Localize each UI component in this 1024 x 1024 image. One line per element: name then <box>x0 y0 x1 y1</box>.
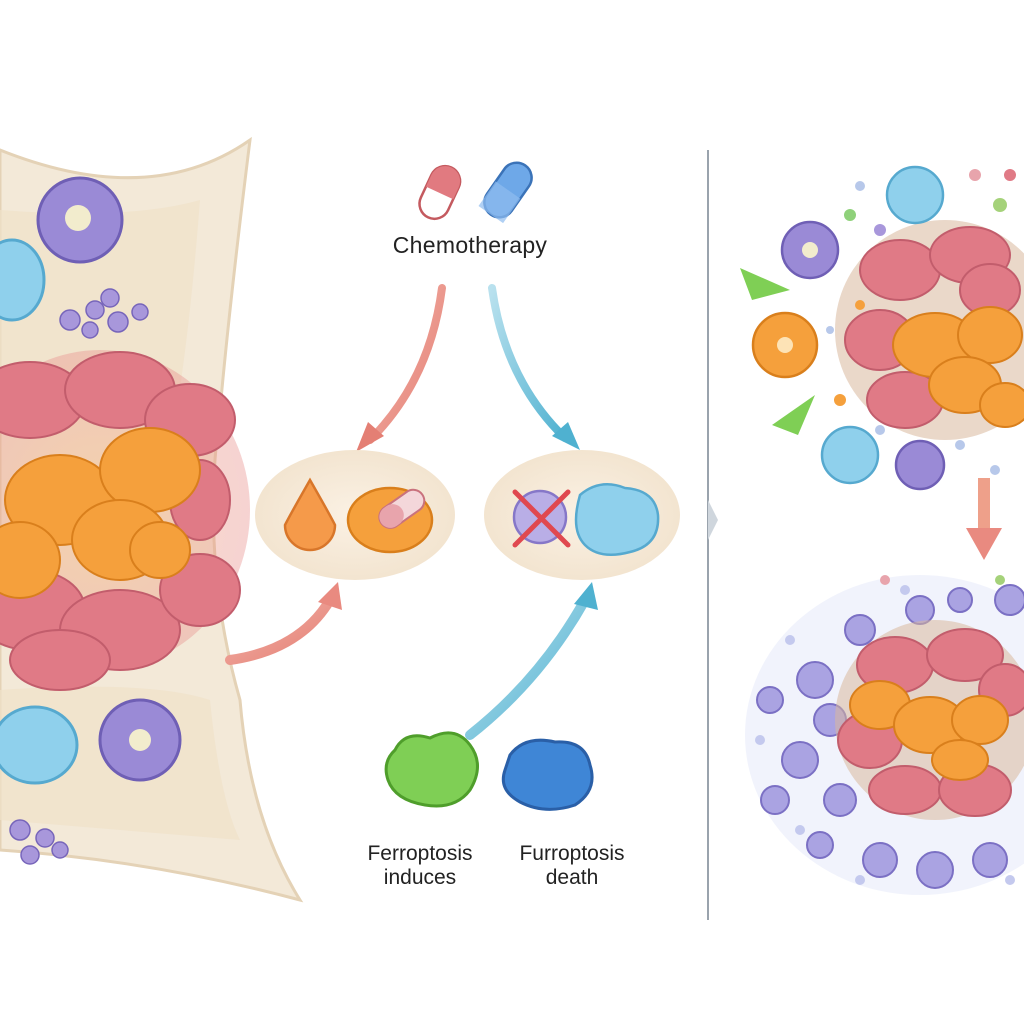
label-line: Ferroptosis <box>367 842 473 865</box>
crossed-purple-cell <box>512 489 571 548</box>
arrow-chemo-to-right <box>488 284 580 450</box>
left-purple-cell-bottom <box>98 698 182 782</box>
right-bottom-tumor <box>835 620 1024 820</box>
arrow-chemo-to-left <box>356 284 446 452</box>
damaged-cell-with-capsule <box>346 486 434 554</box>
panel-divider <box>707 150 718 920</box>
label-line: Furroptosis <box>519 842 625 865</box>
ferroptosis-oval <box>255 450 455 580</box>
right-top-debris <box>826 169 1016 475</box>
ferroptosis-induces-label: Ferroptosis induces <box>330 842 510 890</box>
right-bottom-purple-cells <box>756 584 1024 889</box>
label-line: induces <box>383 866 457 890</box>
arrow-left-tissue-to-oval <box>225 582 342 665</box>
label-line: death <box>545 866 599 890</box>
right-top-cells <box>740 165 946 491</box>
cell-death-oval <box>484 450 680 580</box>
chemotherapy-title: Chemotherapy <box>392 232 548 258</box>
furroptosis-death-label: Furroptosis death <box>492 842 652 890</box>
cross-mark-icon <box>512 489 571 548</box>
left-particle-cluster <box>9 288 149 865</box>
left-tumor-mass <box>0 350 250 691</box>
green-inducer-cell <box>384 731 479 808</box>
right-bottom-debris <box>755 575 1015 885</box>
droplet-icon <box>283 477 337 552</box>
blue-cell-cluster <box>574 483 660 557</box>
left-purple-cell-top <box>36 176 124 264</box>
left-blue-cell-bottom <box>0 705 79 785</box>
capsule-icon <box>418 161 533 224</box>
arrow-bottom-to-right-oval <box>465 582 598 740</box>
right-top-tumor <box>835 220 1024 440</box>
arrow-down-right <box>966 478 1002 560</box>
blue-death-cell <box>501 738 594 811</box>
left-blue-cell-top <box>0 238 46 322</box>
